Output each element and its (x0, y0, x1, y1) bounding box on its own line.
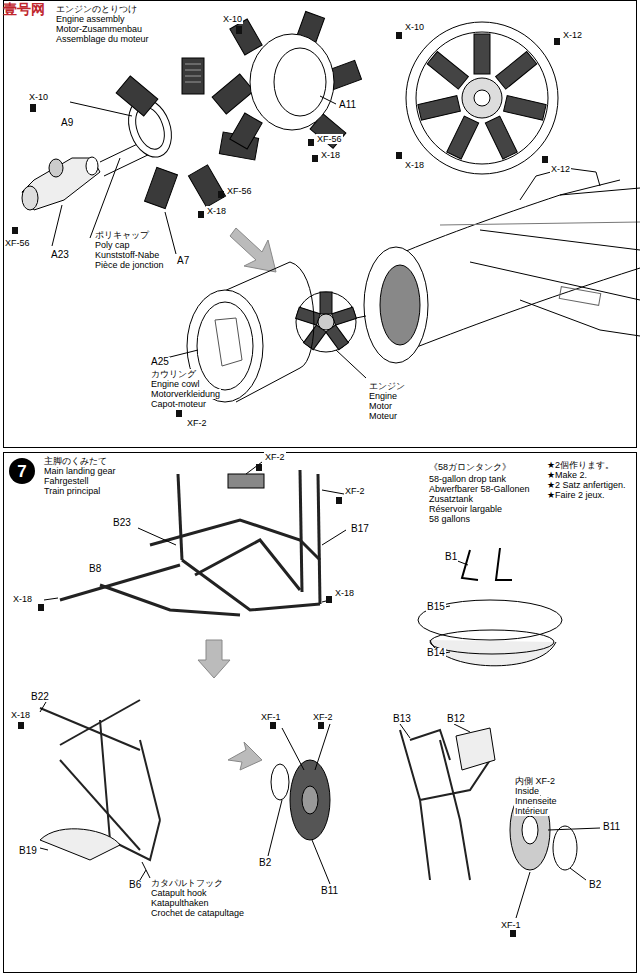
part-label: エンジン (368, 381, 406, 391)
part-label: Réservoir largable (428, 504, 503, 514)
part-label: Katapulthaken (150, 898, 210, 908)
part-number: B22 (30, 692, 50, 702)
part-label: Innenseite (514, 796, 558, 806)
part-label: 58-gallon drop tank (428, 474, 507, 484)
paint-code: X-10 (404, 22, 425, 32)
part-number: B6 (128, 880, 142, 890)
paint-code: XF-2 (312, 712, 334, 722)
paint-code: X-18 (12, 594, 33, 604)
part-number: B14 (426, 648, 446, 658)
watermark: 壹号网 (2, 2, 46, 17)
part-label: Motorverkleidung (150, 389, 221, 399)
step-title: エンジンのとりつけ (56, 4, 636, 14)
paint-code: X-12 (550, 164, 571, 174)
paint-code: X-18 (10, 710, 31, 720)
part-label: 内側 XF-2 (514, 776, 556, 786)
part-label: ★2個作ります。 (546, 460, 615, 470)
part-number: B15 (426, 602, 446, 612)
part-number: A7 (176, 256, 190, 266)
paint-code: X-18 (320, 150, 341, 160)
paint-code: X-18 (334, 588, 355, 598)
part-number: B19 (18, 846, 38, 856)
part-label: Moteur (368, 411, 398, 421)
part-number: A11 (338, 100, 357, 110)
part-label: ★Faire 2 jeux. (546, 490, 606, 500)
step-number-circle: 7 (9, 458, 35, 484)
part-number: B12 (446, 714, 466, 724)
part-label: Crochet de catapultage (150, 908, 245, 918)
part-label: Kunststoff-Nabe (94, 250, 160, 260)
part-number: B11 (602, 822, 621, 832)
panel-heading: エンジンのとりつけEngine assemblyMotor-Zusammenba… (4, 1, 636, 44)
part-number: B8 (88, 564, 102, 574)
part-label: Poly cap (94, 240, 131, 250)
part-number: B23 (112, 518, 132, 528)
part-label: Catapult hook (150, 888, 208, 898)
part-number: B17 (350, 524, 370, 534)
paint-code: X-12 (562, 30, 583, 40)
paint-code: XF-1 (500, 920, 522, 930)
part-label: Pièce de jonction (94, 260, 165, 270)
part-label: Inside (514, 786, 540, 796)
part-number: B2 (588, 880, 602, 890)
part-label: ★2 Satz anfertigen. (546, 480, 627, 490)
paint-code: XF-1 (260, 712, 282, 722)
part-label: Capot-moteur (150, 399, 207, 409)
part-label: 58 gallons (428, 514, 471, 524)
paint-code: XF-2 (186, 418, 208, 428)
part-label: Engine cowl (150, 379, 201, 389)
paint-code: XF-2 (264, 452, 286, 462)
part-number: A25 (150, 357, 170, 367)
part-label: カウリング (150, 369, 197, 379)
part-number: A9 (60, 118, 74, 128)
part-label: ポリキャップ (94, 230, 150, 240)
paint-code: X-10 (28, 92, 49, 102)
paint-code: XF-56 (316, 134, 343, 144)
paint-code: XF-2 (344, 486, 366, 496)
step-title: Motor-Zusammenbau (56, 24, 636, 34)
part-number: A23 (50, 250, 70, 260)
paint-code: X-10 (222, 14, 243, 24)
paint-code: XF-56 (4, 238, 31, 248)
part-label: Abwerfbarer 58-Gallonen (428, 484, 531, 494)
step-title: Engine assembly (56, 14, 636, 24)
part-label: カタパルトフック (150, 878, 224, 888)
part-number: B13 (392, 714, 412, 724)
part-number: B11 (320, 886, 339, 896)
part-label: ★Make 2. (546, 470, 588, 480)
part-label: 《58ガロンタンク》 (428, 462, 512, 472)
part-label: Motor (368, 401, 393, 411)
paint-code: X-18 (206, 206, 227, 216)
part-label: Intérieur (514, 806, 549, 816)
part-number: B2 (258, 858, 272, 868)
part-label: Engine (368, 391, 398, 401)
panel-heading: 主脚のくみたてMain landing gearFahrgestellTrain… (4, 453, 636, 496)
part-label: Zusatztank (428, 494, 474, 504)
paint-code: XF-56 (226, 186, 253, 196)
step-number: 7 (17, 463, 26, 480)
step-panel: エンジンのとりつけEngine assemblyMotor-Zusammenba… (3, 0, 637, 448)
part-number: B1 (444, 552, 458, 562)
step-title: Assemblage du moteur (56, 34, 636, 44)
paint-code: X-18 (404, 160, 425, 170)
